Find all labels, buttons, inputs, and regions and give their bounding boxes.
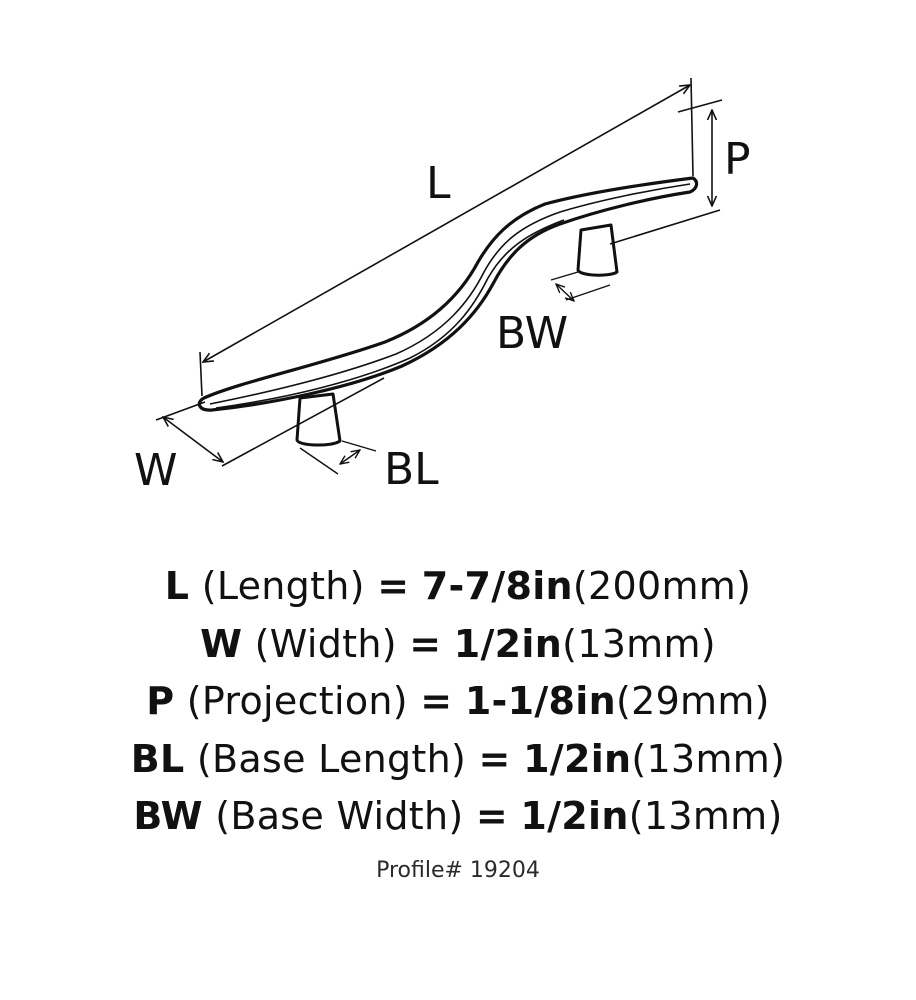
- spec-value: 1/2in: [523, 736, 632, 781]
- spec-row-base-width: BW (Base Width) = 1/2in(13mm): [0, 788, 916, 846]
- base-length-dimension: [299, 440, 377, 475]
- spec-metric: (13mm): [562, 621, 716, 666]
- spec-row-projection: P (Projection) = 1-1/8in(29mm): [0, 673, 916, 731]
- spec-row-length: L (Length) = 7-7/8in(200mm): [0, 558, 916, 616]
- spec-metric: (13mm): [628, 794, 783, 838]
- spec-metric: (29mm): [615, 679, 770, 723]
- spec-value: 1/2in: [520, 794, 629, 838]
- spec-name: (Width): [254, 621, 397, 666]
- right-base: [576, 223, 619, 277]
- label-base-length: BL: [384, 444, 439, 495]
- base-width-dimension-line: [556, 284, 574, 301]
- projection-dimension: [609, 99, 723, 245]
- base-width-extension-1: [550, 271, 579, 281]
- spec-equals: =: [475, 794, 508, 838]
- spec-name: (Base Width): [215, 794, 464, 838]
- length-extension-right: [690, 77, 694, 177]
- cleat-pull-dimension-diagram: L P BW W BL: [134, 77, 751, 496]
- right-base-post: [576, 223, 619, 277]
- base-width-extension-2: [565, 284, 611, 301]
- spec-equals: =: [478, 736, 511, 781]
- base-length-extension-right: [341, 440, 377, 452]
- spec-value: 1/2in: [453, 621, 563, 666]
- label-length: L: [426, 158, 451, 209]
- spec-name: (Projection): [186, 679, 408, 723]
- spec-name: (Base Length): [196, 736, 467, 781]
- spec-code: W: [200, 621, 243, 666]
- spec-row-width: W (Width) = 1/2in(13mm): [0, 616, 916, 674]
- spec-metric: (13mm): [631, 736, 786, 781]
- left-base-post: [295, 392, 342, 447]
- spec-metric: (200mm): [572, 564, 752, 608]
- dimension-spec-list: L (Length) = 7-7/8in(200mm) W (Width) = …: [0, 558, 916, 846]
- handle-upper-contour: [209, 183, 691, 405]
- spec-value: 1-1/8in: [464, 679, 616, 723]
- projection-extension-bottom: [609, 209, 721, 245]
- base-length-dimension-line: [340, 450, 360, 464]
- handle-body: [197, 176, 699, 412]
- spec-equals: =: [377, 564, 410, 608]
- width-dimension: [155, 377, 385, 467]
- spec-name: (Length): [201, 564, 365, 608]
- label-projection: P: [724, 134, 751, 185]
- base-length-extension-left: [299, 447, 339, 475]
- spec-row-base-length: BL (Base Length) = 1/2in(13mm): [0, 731, 916, 789]
- left-base: [295, 392, 342, 447]
- handle-outline: [197, 176, 699, 412]
- spec-code: L: [164, 564, 190, 608]
- length-dimension: [199, 77, 694, 397]
- spec-value: 7-7/8in: [421, 564, 573, 608]
- profile-number: Profile# 19204: [376, 858, 540, 883]
- spec-code: BW: [133, 794, 203, 838]
- label-base-width: BW: [496, 308, 568, 359]
- projection-extension-top: [677, 99, 723, 113]
- spec-equals: =: [409, 621, 442, 666]
- width-extension-bottom: [221, 377, 385, 467]
- label-width: W: [134, 445, 178, 496]
- base-width-dimension: [550, 271, 611, 301]
- length-dimension-line: [203, 85, 690, 362]
- spec-code: P: [146, 679, 175, 723]
- spec-equals: =: [420, 679, 453, 723]
- spec-code: BL: [130, 736, 185, 781]
- width-dimension-line: [163, 417, 223, 462]
- length-extension-left: [199, 351, 203, 397]
